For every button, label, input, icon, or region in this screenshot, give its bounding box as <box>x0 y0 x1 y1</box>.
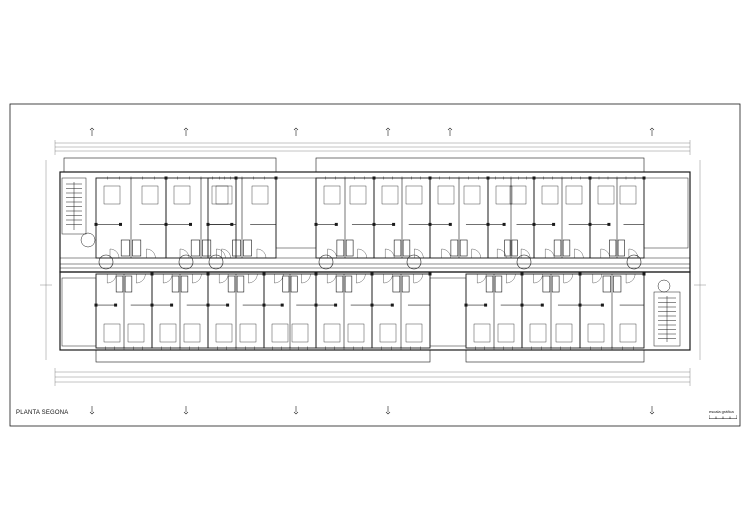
stair-core-right <box>653 279 681 347</box>
apartment-unit <box>206 176 278 259</box>
apartment-unit <box>464 272 524 350</box>
apartment-unit <box>164 176 238 259</box>
stair-core-left <box>61 177 96 248</box>
scale-bar-icon <box>709 415 737 419</box>
apartment-unit <box>588 176 646 259</box>
service-areas <box>61 177 689 347</box>
corridor-turning-circles <box>98 254 642 270</box>
apartment-unit <box>486 176 536 259</box>
apartment-unit <box>262 272 318 350</box>
apartment-unit <box>206 272 266 350</box>
upper-apartment-units <box>94 176 646 259</box>
sheet-border <box>9 103 741 427</box>
apartment-unit <box>150 272 210 350</box>
apartment-unit <box>94 176 168 259</box>
bottom-dimension-lines <box>54 368 691 386</box>
building-outline <box>59 157 691 363</box>
drawing-title: PLANTA SEGONA <box>16 410 69 416</box>
section-markers-bottom <box>89 406 655 415</box>
apartment-unit <box>372 176 432 259</box>
apartment-unit <box>314 176 376 259</box>
section-markers-top <box>89 127 655 136</box>
apartment-unit <box>314 272 374 350</box>
central-corridor <box>60 257 690 273</box>
apartment-unit <box>428 176 490 259</box>
apartment-unit <box>520 272 582 350</box>
apartment-unit <box>532 176 592 259</box>
top-dimension-lines <box>54 140 691 155</box>
apartment-unit <box>578 272 646 350</box>
apartment-unit <box>370 272 432 350</box>
apartment-unit <box>94 272 154 350</box>
side-dimension-lines <box>40 160 706 360</box>
lower-apartment-units <box>94 272 646 350</box>
scale-label: escala gràfica <box>709 409 734 414</box>
